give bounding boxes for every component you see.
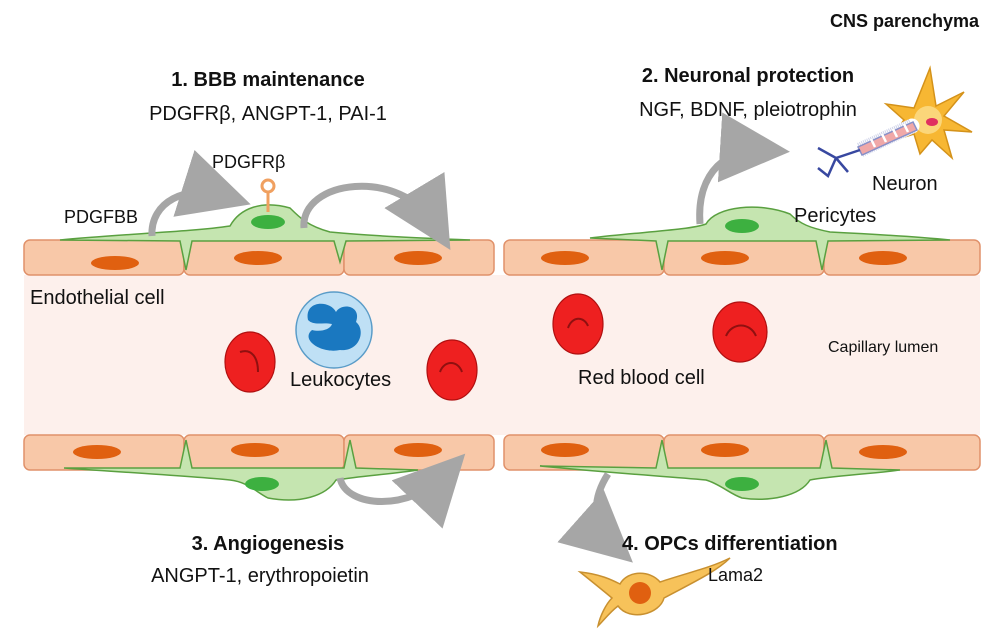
- nucleus: [541, 443, 589, 457]
- nucleus: [859, 445, 907, 459]
- nucleus: [394, 443, 442, 457]
- cns-parenchyma-label: CNS parenchyma: [830, 11, 980, 31]
- bottom-endothelium: [23, 434, 981, 471]
- red-blood-cell: [712, 301, 768, 363]
- pdgfbb-label: PDGFBB: [64, 207, 139, 227]
- leukocytes-label: Leukocytes: [290, 369, 392, 391]
- nucleus: [859, 251, 907, 265]
- bottom-endothelial-nuclei: [73, 443, 907, 459]
- red-blood-cells: [224, 293, 768, 401]
- opc-differentiation-title: 4. OPCs differentiation: [622, 533, 838, 555]
- nucleus: [701, 251, 749, 265]
- rbc-highlight: [567, 317, 589, 329]
- neuronal-protection-title: 2. Neuronal protection: [641, 65, 855, 87]
- neuronal-protection-arrow: [696, 112, 790, 225]
- capillary-lumen: [24, 275, 980, 435]
- red-blood-cell: [224, 331, 276, 393]
- pericyte: [589, 206, 951, 271]
- neuron-label: Neuron: [872, 173, 938, 195]
- neuron-icon: [817, 65, 973, 178]
- angiogenesis-factors: ANGPT-1, erythropoietin: [151, 565, 369, 587]
- angiogenesis-arrow: [336, 453, 466, 529]
- opc-icon: [577, 557, 731, 629]
- angiogenesis-title: 3. Angiogenesis: [191, 533, 345, 555]
- nucleus: [73, 445, 121, 459]
- nucleus: [231, 443, 279, 457]
- nucleus: [701, 443, 749, 457]
- pdgfrb-label: PDGFRβ: [212, 152, 286, 172]
- nucleus: [234, 251, 282, 265]
- rbc-highlight: [239, 350, 259, 373]
- opc-differentiation-factors: Lama2: [708, 565, 764, 585]
- nucleus: [541, 251, 589, 265]
- red-blood-cell-label: Red blood cell: [578, 367, 705, 389]
- red-blood-cell: [552, 293, 604, 355]
- pericyte-nucleus: [245, 477, 279, 491]
- pdgfrb-receptor-icon: [260, 178, 276, 194]
- pericyte-nucleus: [725, 477, 759, 491]
- top-endothelium: [23, 239, 981, 276]
- top-endothelial-nuclei: [91, 251, 907, 270]
- pdgfbb-arrow: [148, 149, 251, 237]
- bbb-maintenance-arrow: [300, 171, 451, 250]
- endothelial-cell-label: Endothelial cell: [30, 287, 165, 309]
- capillary-lumen-label: Capillary lumen: [828, 339, 939, 356]
- red-blood-cell: [426, 339, 478, 401]
- bbb-maintenance-title: 1. BBB maintenance: [171, 69, 365, 91]
- pericyte-nucleus: [725, 219, 759, 233]
- pericytes-label: Pericytes: [794, 205, 877, 227]
- nucleus: [394, 251, 442, 265]
- rbc-highlight: [439, 362, 463, 373]
- leukocyte-nucleus: [307, 303, 361, 351]
- pericyte: [539, 439, 901, 500]
- rbc-highlight: [725, 324, 757, 337]
- opc-differentiation-arrow: [557, 472, 633, 563]
- nucleus: [91, 256, 139, 270]
- neuronal-protection-factors: NGF, BDNF, pleiotrophin: [639, 99, 857, 121]
- bbb-maintenance-factors: PDGFRβ, ANGPT-1, PAI-1: [149, 103, 387, 125]
- pericyte-nucleus: [251, 215, 285, 229]
